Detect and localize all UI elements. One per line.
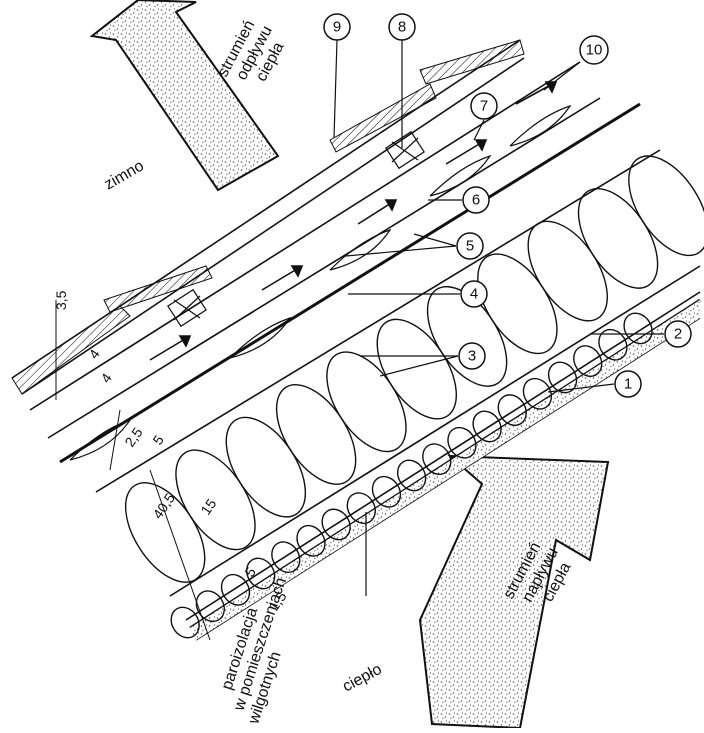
callout-circles bbox=[323, 13, 692, 398]
dim-5-bottom: 5 bbox=[241, 564, 259, 580]
callout-5: 5 bbox=[466, 238, 474, 255]
heat-outflow-arrow bbox=[89, 0, 280, 192]
callout-1: 1 bbox=[624, 376, 632, 393]
dim-5-top: 5 bbox=[149, 432, 167, 448]
roof-covering-hatching bbox=[11, 39, 525, 395]
cold-label: zimno bbox=[102, 157, 148, 193]
callout-8: 8 bbox=[398, 19, 406, 36]
callout-4: 4 bbox=[470, 286, 478, 303]
dim-2-5: 2,5 bbox=[121, 424, 145, 449]
counter-battens bbox=[69, 104, 572, 461]
callout-6: 6 bbox=[472, 192, 480, 209]
dim-4-a: 4 bbox=[85, 346, 103, 362]
callout-7: 7 bbox=[480, 98, 488, 115]
callout-3: 3 bbox=[468, 348, 476, 365]
dimension-lines bbox=[55, 300, 211, 641]
dim-4-b: 4 bbox=[97, 370, 115, 386]
battens bbox=[167, 130, 425, 328]
dim-15: 15 bbox=[197, 496, 219, 518]
dim-40-5: 40,5 bbox=[149, 490, 178, 522]
callout-leaders bbox=[333, 39, 664, 596]
callout-2: 2 bbox=[674, 326, 682, 343]
callout-9: 9 bbox=[333, 19, 341, 36]
main-insulation bbox=[124, 155, 704, 639]
callout-numbers: 1 2 3 4 5 6 7 8 9 10 bbox=[333, 19, 682, 393]
airflow-arrows bbox=[149, 81, 558, 361]
warm-label: ciepło bbox=[340, 661, 385, 696]
dim-3-5: 3,5 bbox=[53, 290, 69, 310]
callout-10: 10 bbox=[586, 42, 603, 59]
